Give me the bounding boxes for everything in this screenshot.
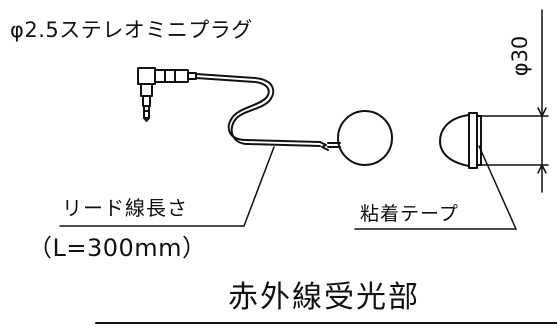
leader-lines (59, 145, 517, 230)
stereo-mini-plug (137, 67, 197, 122)
diameter-label: φ30 (508, 35, 532, 77)
plug-label: φ2.5ステレオミニプラグ (10, 18, 253, 42)
lead-wire (195, 73, 341, 151)
diameter-dimension (480, 9, 549, 193)
infrared-receiver-top-view (337, 110, 393, 166)
infrared-receiver-side-view (439, 112, 482, 169)
lead-length-label: リード線長さ (62, 196, 188, 220)
length-value-label: （L=300mm） (28, 234, 207, 262)
tape-label: 粘着テープ (360, 203, 459, 225)
diagram-title: 赤外線受光部 (228, 280, 420, 315)
